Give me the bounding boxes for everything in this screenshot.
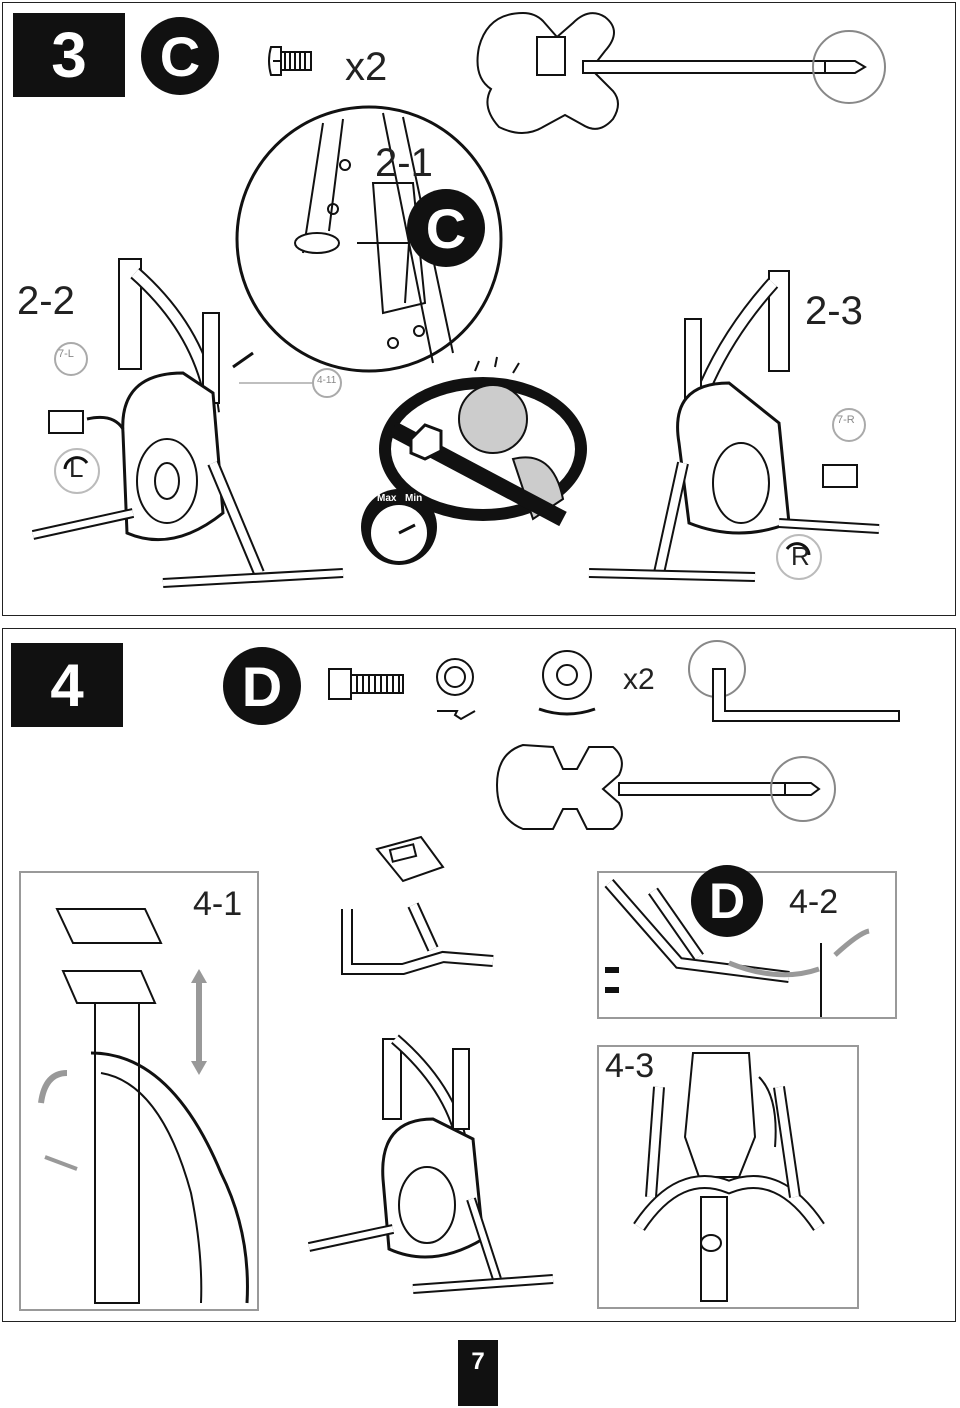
side-label-left: L xyxy=(69,453,84,483)
callout-circle-7-L xyxy=(54,342,88,376)
side-label-right: R xyxy=(791,541,810,571)
torque-min-label: Min xyxy=(405,493,423,504)
detail-label-4-2: 4-2 xyxy=(789,883,839,921)
callout-7-R: 7-R xyxy=(837,414,855,426)
multi-tool-icon xyxy=(476,11,886,134)
console-mount-illustration xyxy=(633,1052,825,1302)
callout-circle-7-R xyxy=(832,408,866,442)
detail-label-4-1: 4-1 xyxy=(193,885,243,923)
callout-7-L: 7-L xyxy=(58,348,74,360)
side-circle-left xyxy=(54,448,100,494)
multi-tool-icon xyxy=(495,743,836,830)
torque-mascot-illustration xyxy=(379,356,587,527)
callout-circle-4-11 xyxy=(239,368,342,398)
detail-panel-4-2: 4-2 D xyxy=(597,865,897,1019)
detail-label-2-3: 2-3 xyxy=(805,289,863,333)
handlebar-mount-illustration xyxy=(604,879,870,1017)
step-3-panel: 3 C x2 2-1 C 2-2 2-3 xyxy=(2,2,956,616)
bike-illustration-right xyxy=(588,270,880,582)
torque-max-label: Max xyxy=(377,493,397,504)
screw-icon xyxy=(268,46,312,76)
detail-label-2-2: 2-2 xyxy=(17,279,75,323)
console-handlebar-illustration xyxy=(341,835,494,975)
detail-panel-4-3: 4-3 xyxy=(597,1045,859,1309)
hardware-quantity: x2 xyxy=(623,663,655,696)
step-4-panel: 4 D x2 4-1 xyxy=(2,628,956,1322)
step-number: 4 xyxy=(11,643,123,727)
detail-label-2-1: 2-1 xyxy=(375,141,433,185)
flat-washer-icon xyxy=(538,650,596,716)
callout-4-11: 4-11 xyxy=(317,375,337,386)
bike-illustration-center xyxy=(307,1034,554,1294)
part-letter-badge: D xyxy=(223,647,301,725)
detail-magnifier-2-1 xyxy=(232,105,503,373)
side-circle-right xyxy=(776,534,822,580)
part-letter-badge: C xyxy=(141,17,219,95)
detail-part-letter-badge: D xyxy=(691,865,763,937)
bolt-icon xyxy=(328,668,404,700)
spring-washer-icon xyxy=(436,658,476,721)
bike-illustration-left xyxy=(31,258,344,588)
detail-part-letter-badge: C xyxy=(407,189,485,267)
page-number: 7 xyxy=(458,1340,498,1406)
torque-gauge-icon xyxy=(361,489,437,565)
detail-label-4-3: 4-3 xyxy=(605,1047,655,1085)
screw-quantity: x2 xyxy=(345,45,388,89)
allen-key-icon xyxy=(688,640,900,722)
detail-panel-4-1: 4-1 xyxy=(19,871,259,1311)
step-number: 3 xyxy=(13,13,125,97)
handlebar-post-illustration xyxy=(38,908,249,1304)
